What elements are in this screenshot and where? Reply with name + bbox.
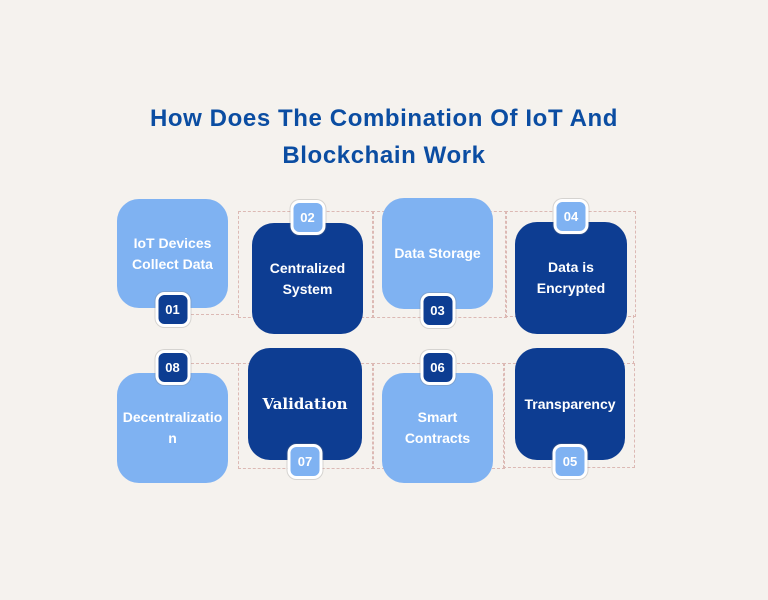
step-box-05: Transparency 05 — [515, 348, 625, 479]
page-title-line-2: Blockchain Work — [282, 142, 486, 169]
step-label: Smart Contracts — [404, 409, 471, 446]
page-title-line-1: How Does The Combination Of IoT And — [149, 105, 619, 132]
step-number-badge: 07 — [287, 444, 323, 479]
step-number-badge: 08 — [155, 350, 190, 385]
step-box-06: Smart Contracts 06 — [382, 350, 493, 483]
step-number-badge: 03 — [420, 293, 455, 328]
step-box-07: Validation 07 — [248, 348, 362, 479]
step-number-badge: 04 — [553, 199, 589, 234]
step-number-badge: 05 — [552, 444, 588, 479]
step-box-04: Data is Encrypted 04 — [515, 199, 627, 334]
step-box-02: Centralized System 02 — [252, 200, 363, 334]
step-box-08: Decentralization 08 — [117, 350, 228, 483]
dashed-connector-stub — [186, 314, 239, 315]
step-box-01: IoT Devices Collect Data 01 — [117, 199, 228, 327]
step-label: Decentralization — [122, 409, 223, 446]
step-label: Transparency — [524, 395, 616, 412]
step-label: IoT Devices Collect Data — [132, 234, 213, 272]
step-box-03: Data Storage 03 — [382, 198, 493, 328]
dashed-connector-stub — [186, 363, 239, 364]
dashed-connector-stub — [633, 315, 634, 364]
step-number-badge: 01 — [155, 292, 190, 327]
step-label: Data Storage — [394, 245, 481, 261]
step-number-badge: 06 — [420, 350, 455, 385]
step-number-badge: 02 — [290, 200, 325, 235]
step-label: Data is Encrypted — [536, 259, 606, 296]
step-label: Validation — [262, 394, 348, 413]
page-title: How Does The Combination Of IoT And Bloc… — [0, 100, 768, 174]
step-label: Centralized System — [269, 259, 346, 297]
